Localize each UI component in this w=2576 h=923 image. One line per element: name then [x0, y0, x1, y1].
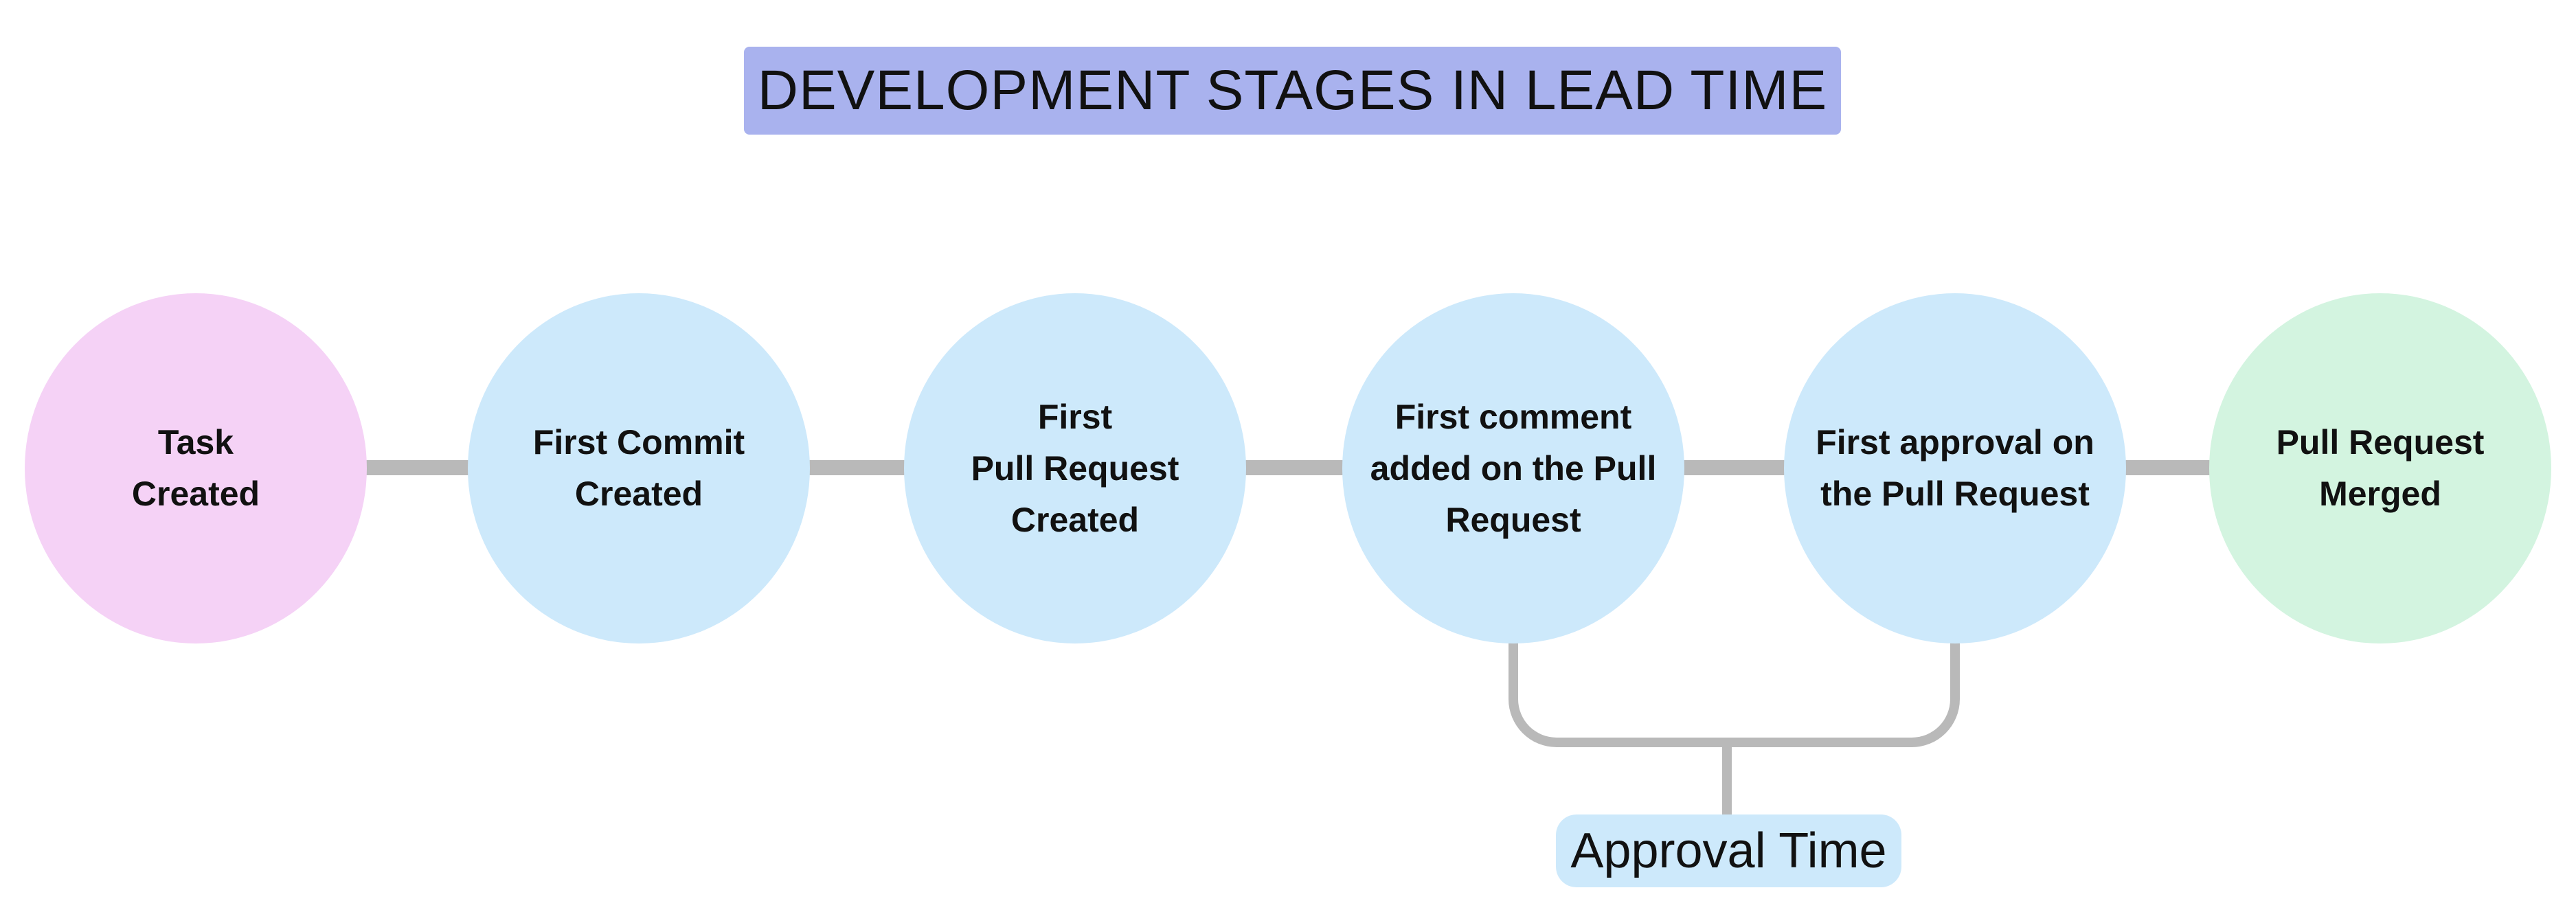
stage-node-first-commit: First Commit Created [468, 293, 810, 643]
stage-node-first-pull-request: First Pull Request Created [904, 293, 1246, 643]
approval-time-bracket [1509, 639, 1960, 747]
stage-node-pr-merged: Pull Request Merged [2209, 293, 2551, 643]
stage-node-task-created: Task Created [25, 293, 367, 643]
stage-node-first-comment: First comment added on the Pull Request [1342, 293, 1684, 643]
stage-label: Pull Request Merged [2276, 423, 2485, 513]
stage-label: First Pull Request Created [971, 397, 1179, 539]
stage-label: First comment added on the Pull Request [1370, 397, 1657, 539]
stage-label: First approval on the Pull Request [1816, 423, 2094, 513]
stage-label: First Commit Created [532, 423, 745, 513]
approval-time-label: Approval Time [1556, 814, 1901, 887]
stage-label: Task Created [131, 423, 260, 513]
diagram-title: DEVELOPMENT STAGES IN LEAD TIME [744, 47, 1841, 135]
stage-node-first-approval: First approval on the Pull Request [1784, 293, 2126, 643]
approval-time-stem [1722, 746, 1732, 814]
